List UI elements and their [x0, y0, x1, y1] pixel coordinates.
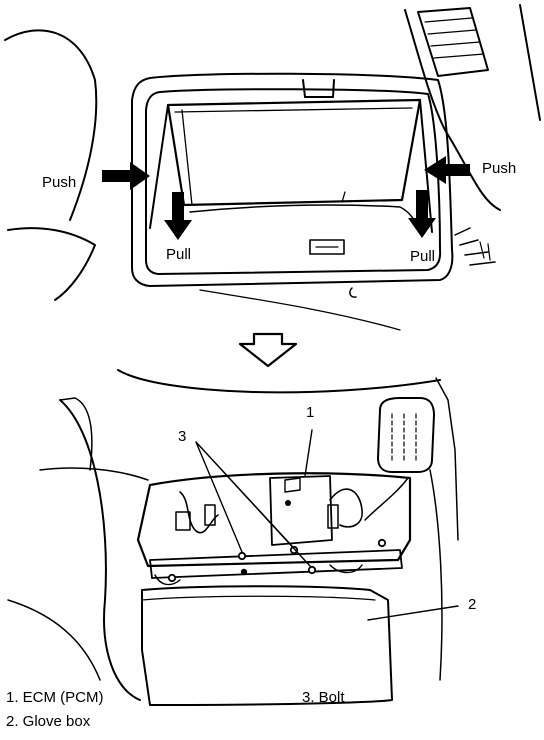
top-illustration — [4, 4, 541, 331]
ecm-module — [269, 475, 333, 546]
dash-right-edge — [435, 377, 459, 541]
legend-item-bolt: 3. Bolt — [302, 689, 345, 706]
leader-3 — [195, 441, 311, 567]
callout-2: 2 — [468, 596, 477, 613]
bracket-end-left — [154, 574, 181, 586]
vent-slats-bottom — [391, 413, 417, 461]
glove-box-frame-outer — [131, 72, 454, 287]
right-column-ticks — [479, 241, 491, 261]
latch-tab — [302, 79, 335, 98]
dash-outline-left — [4, 29, 98, 221]
push-arrow-left — [102, 162, 150, 190]
pull-label-left: Pull — [166, 246, 192, 263]
push-label-right: Push — [482, 160, 517, 177]
bolt-5-icon — [377, 538, 387, 548]
interior-floor — [189, 204, 421, 233]
dash-outline-left-lower — [7, 227, 96, 301]
glove-box-frame-inner — [145, 88, 442, 275]
door-opening-edge — [174, 107, 413, 206]
connector-right — [327, 504, 339, 529]
push-arrow-right — [424, 156, 470, 184]
dash-top-curve — [117, 369, 441, 394]
connector-left — [175, 511, 191, 531]
harness-right — [364, 477, 409, 521]
wiring-left — [179, 491, 219, 534]
door-opening — [166, 98, 422, 207]
right-wall — [419, 99, 433, 233]
hook-small — [349, 287, 357, 298]
glove-box-top-edge — [141, 595, 376, 601]
transition-arrow-icon — [238, 332, 298, 368]
lower-dash-curve — [199, 289, 401, 331]
vent-slats — [424, 17, 485, 59]
mounting-bracket — [149, 549, 403, 579]
dash-left-line — [39, 467, 149, 481]
dash-left-inner — [59, 397, 93, 471]
bolt-3-icon — [307, 565, 317, 575]
dash-right-lower — [429, 469, 443, 681]
left-wall — [149, 104, 169, 229]
ecm-fastener — [285, 500, 291, 506]
bolt-1-icon — [237, 551, 247, 561]
connector-left-2 — [204, 504, 216, 526]
wiring-right — [329, 488, 363, 528]
push-label-left: Push — [42, 174, 77, 191]
vent-panel-bottom — [377, 397, 435, 473]
ecm-connector — [284, 477, 301, 493]
callout-1: 1 — [306, 404, 315, 421]
pull-arrow-left — [164, 192, 192, 240]
interior-notch — [341, 191, 346, 203]
glove-box-lowered — [141, 585, 393, 706]
bolt-6-icon — [167, 573, 177, 583]
bottom-illustration — [7, 369, 459, 706]
vent-panel-top — [417, 7, 489, 77]
pull-label-right: Pull — [410, 248, 436, 265]
leader-1 — [304, 429, 313, 477]
dash-edge-right — [519, 4, 541, 121]
latch-center — [309, 239, 345, 255]
dash-left-bottom — [7, 599, 101, 681]
bolt-2-icon — [289, 545, 299, 555]
legend-item-ecm: 1. ECM (PCM) — [6, 689, 104, 706]
bolt-4-icon — [240, 568, 248, 576]
callout-3: 3 — [178, 428, 187, 445]
dash-left-curve — [59, 399, 141, 701]
dash-outline-right — [404, 9, 501, 211]
pull-arrow-right — [408, 190, 436, 238]
right-column-lines — [454, 227, 496, 266]
cavity-opening — [136, 472, 412, 568]
bracket-end-right — [329, 564, 363, 574]
legend-item-glove-box: 2. Glove box — [6, 713, 91, 730]
leader-2 — [367, 605, 459, 621]
